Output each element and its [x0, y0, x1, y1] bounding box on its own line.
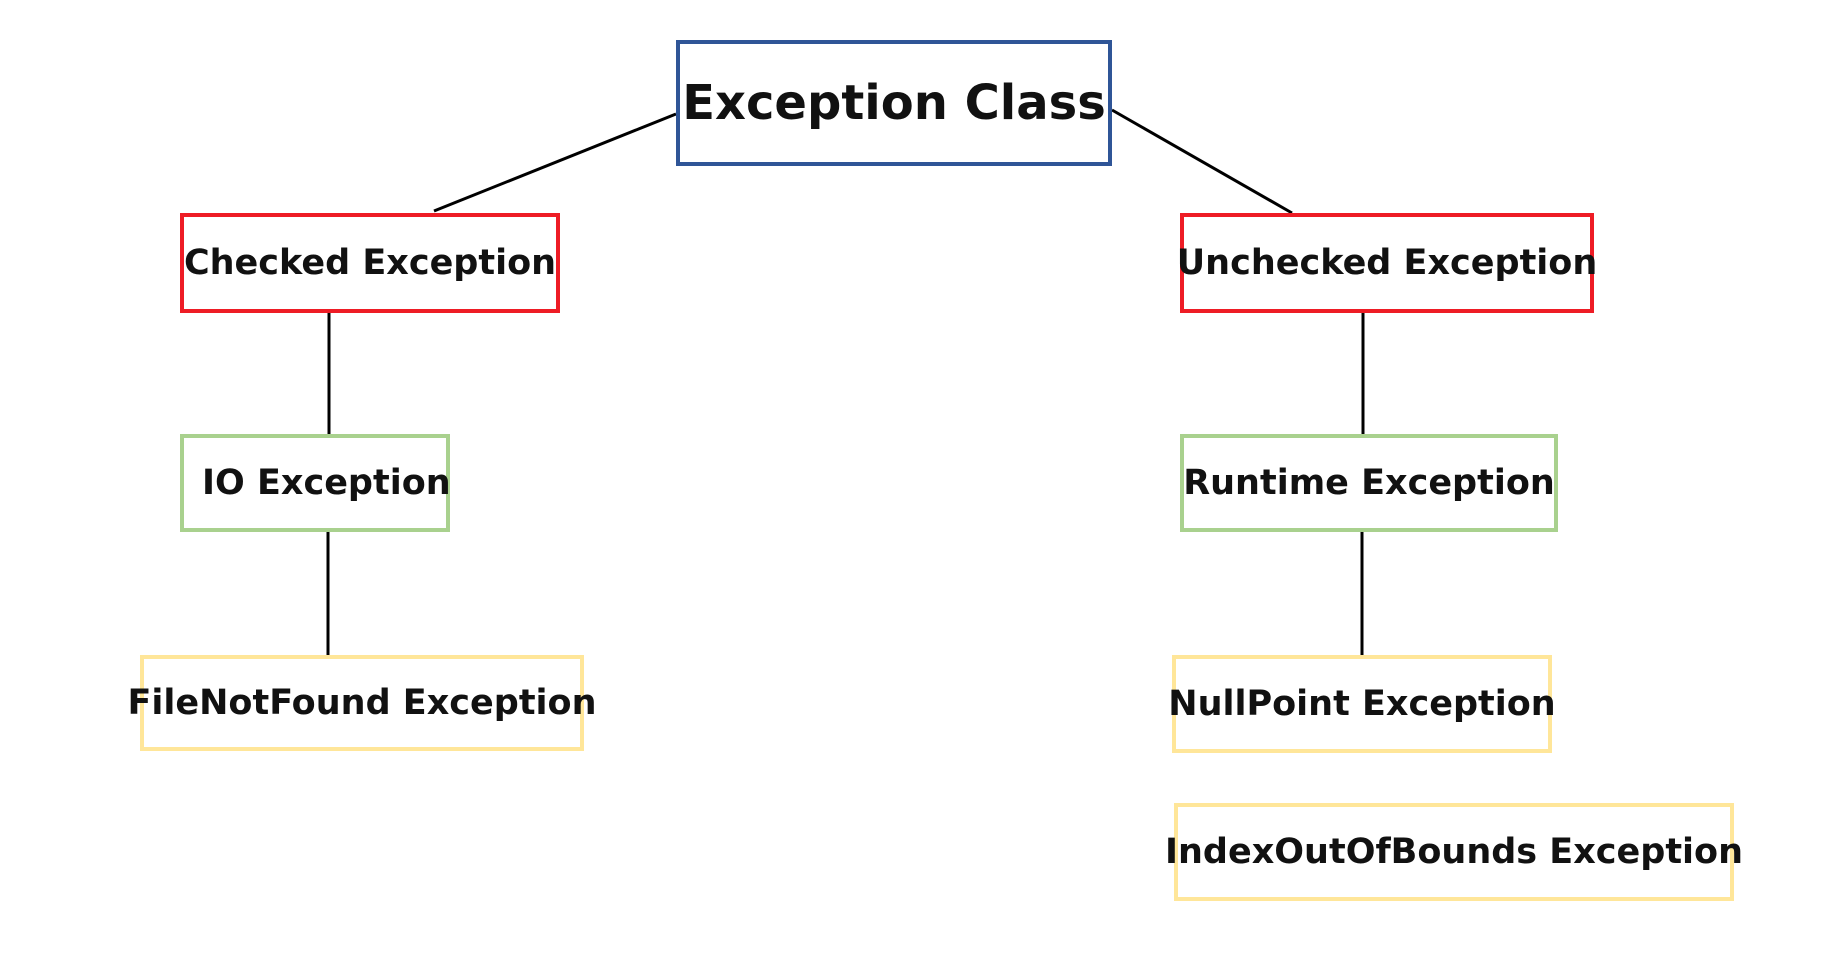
node-io-exception-label: IO Exception	[202, 463, 451, 503]
node-nullpoint-exception: NullPoint Exception	[1168, 655, 1556, 753]
node-nullpoint-exception-label: NullPoint Exception	[1168, 684, 1556, 724]
edge-root-to-checked	[433, 112, 677, 213]
node-unchecked-exception-label: Unchecked Exception	[1176, 243, 1598, 283]
node-exception-class-label: Exception Class	[682, 75, 1106, 131]
node-runtime-exception-label: Runtime Exception	[1183, 463, 1555, 503]
node-filenotfound-exception: FileNotFound Exception	[127, 655, 597, 751]
node-io-exception: IO Exception	[180, 434, 451, 532]
node-checked-exception: Checked Exception	[180, 213, 560, 313]
node-checked-exception-label: Checked Exception	[183, 243, 557, 283]
node-unchecked-exception: Unchecked Exception	[1177, 213, 1597, 313]
node-runtime-exception: Runtime Exception	[1180, 434, 1558, 532]
edge-root-to-unchecked	[1111, 108, 1293, 215]
node-exception-class: Exception Class	[676, 40, 1112, 166]
node-indexoutofbounds-exception: IndexOutOfBounds Exception	[1165, 803, 1743, 901]
node-indexoutofbounds-exception-label: IndexOutOfBounds Exception	[1164, 832, 1744, 872]
node-filenotfound-exception-label: FileNotFound Exception	[127, 683, 597, 723]
